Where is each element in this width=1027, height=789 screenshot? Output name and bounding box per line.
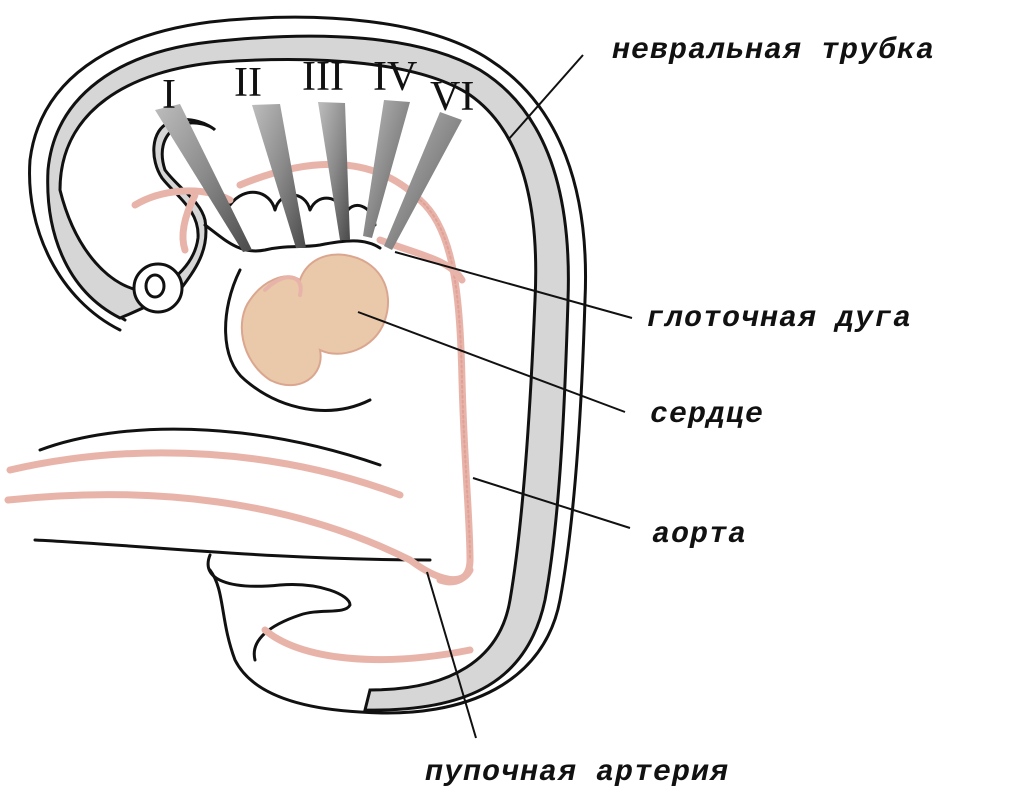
label-umbilical-artery: пупочная артерия	[425, 756, 729, 789]
pointer-neural-tube	[508, 55, 583, 140]
umbilical-artery-lower	[8, 495, 470, 580]
label-neural-tube: невральная трубка	[612, 34, 935, 68]
eye-outer	[134, 264, 182, 312]
arch-wedge-III	[318, 102, 350, 240]
pharyngeal-pouches	[230, 192, 375, 225]
label-pharyngeal-arch: глоточная дуга	[646, 302, 912, 336]
label-heart: сердце	[650, 398, 764, 432]
umbilical-artery-upper	[10, 453, 400, 495]
label-aorta: аорта	[652, 518, 747, 552]
arch-label-III: III	[302, 54, 344, 100]
arch-label-II: II	[234, 60, 262, 106]
tail-vessel	[265, 630, 470, 660]
pointer-pharyngeal-arch	[395, 252, 632, 318]
arch-label-IV: IV	[373, 54, 417, 100]
arch-label-VI: VI	[430, 74, 474, 120]
arch-label-I: I	[162, 72, 176, 118]
heart-tube	[242, 255, 388, 386]
